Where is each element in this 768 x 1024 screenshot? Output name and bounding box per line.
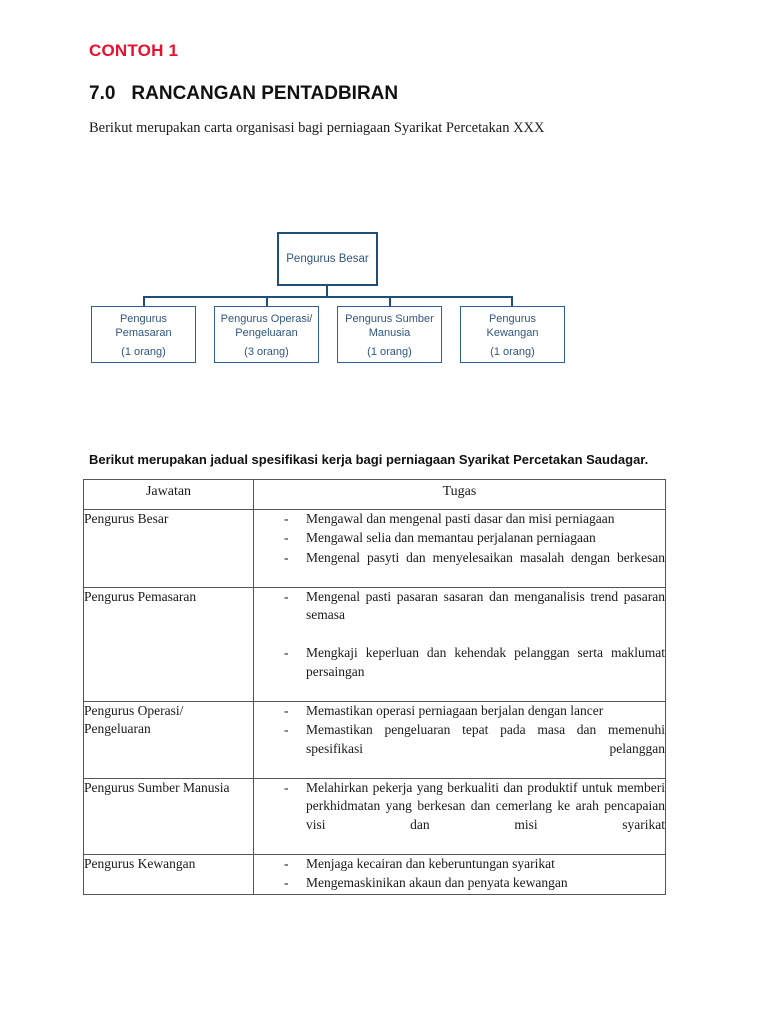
task-text: Mengemaskinikan akaun dan penyata kewang… [306, 875, 568, 891]
task-item: - Mengemaskinikan akaun dan penyata kewan… [254, 874, 665, 892]
task-list: - Melahirkan pekerja yang berkualiti dan … [254, 779, 665, 853]
task-item: - Mengkaji keperluan dan kehendak pelangg… [254, 644, 665, 699]
bullet-dash: - [284, 702, 289, 718]
org-node-headcount: (3 orang) [244, 346, 289, 359]
section-title-text: RANCANGAN PENTADBIRAN [131, 83, 399, 104]
org-node-title-line1: Pengurus Operasi/ [220, 312, 313, 325]
connector-drop-4 [511, 296, 514, 307]
org-node-pemasaran: Pengurus Pemasaran (1 orang) [91, 306, 196, 363]
org-node-operasi-pengeluaran: Pengurus Operasi/ Pengeluaran (3 orang) [214, 306, 319, 363]
task-item: - Mengenal pasyti dan menyelesaikan masal… [254, 549, 665, 586]
bullet-dash: - [284, 645, 289, 661]
task-item: - Mengawal selia dan memantau perjalanan … [254, 529, 665, 547]
task-text: Mengenal pasyti dan menyelesaikan masala… [306, 549, 665, 565]
task-item: - Mengawal dan mengenal pasti dasar dan m… [254, 510, 665, 528]
task-text: Melahirkan pekerja yang berkualiti dan p… [306, 779, 665, 832]
cell-tugas: - Menjaga kecairan dan keberuntungan syar… [253, 853, 666, 895]
column-header-tugas: Tugas [253, 479, 666, 510]
bullet-dash: - [284, 511, 289, 526]
task-text: Mengenal pasti pasaran sasaran dan menga… [306, 588, 665, 623]
task-list: - Mengawal dan mengenal pasti dasar dan m… [254, 510, 665, 586]
task-item: - Memastikan pengeluaran tepat pada masa … [254, 721, 665, 776]
task-item: - Mengenal pasti pasaran sasaran dan meng… [254, 588, 665, 643]
table-header-row: Jawatan Tugas [83, 479, 666, 510]
org-node-headcount: (1 orang) [121, 346, 166, 359]
org-node-sumber-manusia: Pengurus Sumber Manusia (1 orang) [337, 306, 442, 363]
task-text: Mengawal dan mengenal pasti dasar dan mi… [306, 511, 615, 526]
cell-jawatan: Pengurus Besar [83, 509, 254, 588]
org-node-kewangan: Pengurus Kewangan (1 orang) [460, 306, 565, 363]
connector-stem [326, 286, 329, 298]
table-row: Pengurus Operasi/ Pengeluaran - Memastika… [83, 700, 666, 779]
org-node-root-title: Pengurus Besar [286, 252, 369, 265]
org-node-title-line2: Pemasaran [115, 326, 172, 339]
org-node-headcount: (1 orang) [490, 346, 535, 359]
cell-jawatan: Pengurus Kewangan [83, 853, 254, 895]
cell-tugas: - Memastikan operasi perniagaan berjalan … [253, 700, 666, 779]
connector-drop-3 [389, 296, 392, 307]
task-text: Mengkaji keperluan dan kehendak pelangga… [306, 645, 665, 679]
example-label: CONTOH 1 [89, 41, 179, 60]
bullet-dash: - [284, 855, 289, 871]
bullet-dash: - [284, 779, 289, 795]
task-text: Memastikan pengeluaran tepat pada masa d… [306, 722, 665, 756]
table-row: Pengurus Kewangan - Menjaga kecairan dan … [83, 853, 666, 895]
job-specification-table: Jawatan Tugas Pengurus Besar - Mengawal d… [83, 479, 666, 895]
cell-tugas: - Mengawal dan mengenal pasti dasar dan m… [253, 509, 666, 588]
cell-tugas: - Mengenal pasti pasaran sasaran dan meng… [253, 586, 666, 702]
column-header-jawatan: Jawatan [83, 479, 254, 510]
table-row: Pengurus Sumber Manusia - Melahirkan peke… [83, 777, 666, 855]
org-node-title-line2: Pengeluaran [235, 326, 298, 339]
task-text: Memastikan operasi perniagaan berjalan d… [306, 702, 604, 718]
task-list: - Memastikan operasi perniagaan berjalan … [254, 702, 665, 777]
section-number: 7.0 [89, 83, 116, 104]
task-item: - Memastikan operasi perniagaan berjalan … [254, 702, 665, 720]
connector-bus [143, 296, 513, 299]
org-chart-intro-text: Berikut merupakan carta organisasi bagi … [89, 120, 545, 136]
bullet-dash: - [284, 588, 289, 604]
connector-drop-2 [266, 296, 269, 307]
bullet-dash: - [284, 722, 289, 738]
org-node-title-line1: Pengurus [488, 312, 537, 325]
bullet-dash: - [284, 530, 289, 546]
spec-table-intro-text: Berikut merupakan jadual spesifikasi ker… [89, 452, 649, 467]
bullet-dash: - [284, 875, 289, 891]
task-list: - Mengenal pasti pasaran sasaran dan meng… [254, 588, 665, 700]
table-row: Pengurus Pemasaran - Mengenal pasti pasar… [83, 586, 666, 702]
connector-drop-1 [143, 296, 146, 307]
cell-jawatan: Pengurus Operasi/ Pengeluaran [83, 700, 254, 779]
bullet-dash: - [284, 549, 289, 565]
org-node-title-line1: Pengurus [119, 312, 168, 325]
cell-jawatan: Pengurus Sumber Manusia [83, 777, 254, 855]
page-title: 7.0 RANCANGAN PENTADBIRAN [89, 83, 398, 105]
org-node-title-line1: Pengurus Sumber [345, 312, 434, 325]
cell-tugas: - Melahirkan pekerja yang berkualiti dan … [253, 777, 666, 855]
org-node-title-line2: Kewangan [486, 326, 539, 339]
table-row: Pengurus Besar - Mengawal dan mengenal pa… [83, 509, 666, 588]
cell-jawatan: Pengurus Pemasaran [83, 586, 254, 702]
task-text: Menjaga kecairan dan keberuntungan syari… [306, 855, 555, 871]
task-item: - Melahirkan pekerja yang berkualiti dan … [254, 779, 665, 853]
task-item: - Menjaga kecairan dan keberuntungan syar… [254, 855, 665, 873]
org-node-root: Pengurus Besar [277, 232, 378, 286]
org-node-title-line2: Manusia [368, 326, 411, 339]
task-list: - Menjaga kecairan dan keberuntungan syar… [254, 855, 665, 893]
org-node-headcount: (1 orang) [367, 346, 412, 359]
task-text: Mengawal selia dan memantau perjalanan p… [306, 530, 596, 546]
